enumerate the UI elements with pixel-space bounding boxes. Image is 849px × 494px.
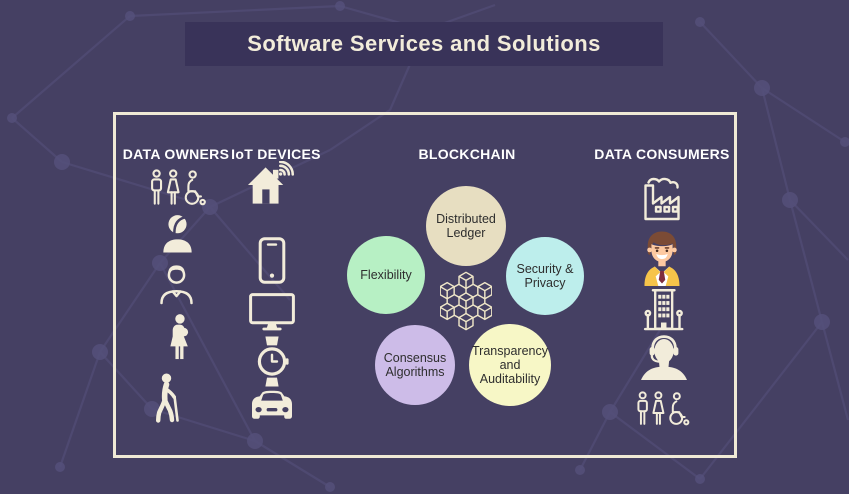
bubble-security-privacy: Security & Privacy (506, 237, 584, 315)
woman-avatar-icon (158, 212, 197, 253)
office-building-icon (641, 286, 685, 333)
bubble-consensus-algorithms: Consensus Algorithms (375, 325, 455, 405)
data-owners-header: DATA OWNERS (122, 146, 230, 162)
bubble-label: Transparency and Auditability (472, 343, 548, 387)
elderly-person-cane-icon (150, 372, 192, 424)
blockchain-header: BLOCKCHAIN (418, 146, 516, 162)
bubble-transparency-auditability: Transparency and Auditability (469, 324, 551, 406)
page-title: Software Services and Solutions (247, 31, 601, 56)
bubble-label: Security & Privacy (516, 261, 574, 290)
support-agent-icon (638, 334, 690, 380)
main-panel: DATA OWNERS IoT DEVICES BLOCKCHAIN DATA … (113, 112, 737, 458)
monitor-icon (249, 293, 295, 331)
businessman-icon (635, 229, 689, 286)
family-accessibility-icon (633, 391, 691, 427)
bubble-label: Flexibility (360, 267, 412, 282)
bubble-label: Consensus Algorithms (383, 350, 447, 379)
car-icon (247, 390, 297, 421)
bubble-label: Distributed Ledger (436, 211, 496, 240)
blockchain-network-icon (440, 270, 492, 332)
iot-devices-header: IoT DEVICES (231, 146, 321, 162)
man-avatar-icon (156, 262, 197, 305)
smart-home-icon (246, 161, 295, 209)
title-banner: Software Services and Solutions (185, 22, 663, 66)
data-consumers-header: DATA CONSUMERS (594, 146, 730, 162)
factory-icon (637, 176, 689, 222)
pregnant-woman-icon (163, 313, 193, 362)
family-accessibility-icon (147, 169, 207, 207)
smartwatch-icon (255, 336, 289, 387)
bubble-distributed-ledger: Distributed Ledger (426, 186, 506, 266)
smartphone-icon (257, 237, 287, 284)
bubble-flexibility: Flexibility (347, 236, 425, 314)
